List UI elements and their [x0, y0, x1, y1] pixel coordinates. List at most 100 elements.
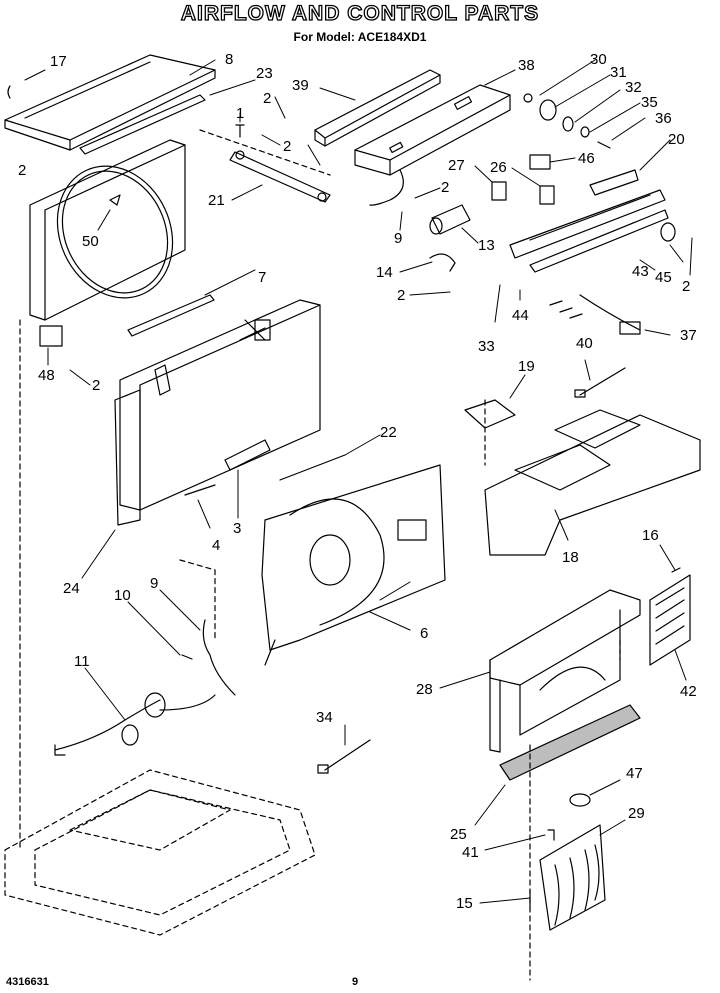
part-45-knob — [660, 222, 676, 242]
document-number: 4316631 — [6, 976, 49, 988]
callout-4: 4 — [212, 537, 220, 554]
part-34-cable-tie — [317, 739, 371, 774]
callout-41: 41 — [462, 844, 479, 861]
part-30-31-32-35-36-knob-stack — [523, 93, 611, 149]
part-25-filter-media — [499, 704, 641, 781]
callout-18: 18 — [562, 549, 579, 566]
part-3-bracket — [224, 439, 271, 471]
page-title: AIRFLOW AND CONTROL PARTS — [180, 1, 540, 25]
part-48-bracket — [39, 325, 63, 347]
part-27-part — [491, 181, 507, 201]
callout-39: 39 — [292, 77, 309, 94]
callout-13: 13 — [478, 237, 495, 254]
part-9-wire-lower — [202, 619, 236, 696]
callout-15: 15 — [456, 895, 473, 912]
callout-2-b: 2 — [283, 138, 291, 155]
callout-50: 50 — [82, 233, 99, 250]
part-50-fan-shroud — [29, 139, 186, 321]
callout-27: 27 — [448, 157, 465, 174]
callout-17: 17 — [50, 53, 67, 70]
callout-20: 20 — [668, 131, 685, 148]
callout-2-f: 2 — [682, 278, 690, 295]
part-7-baffle-panel — [119, 294, 321, 511]
callout-38: 38 — [518, 57, 535, 74]
part-39-rail — [314, 69, 441, 147]
part-10-screw — [181, 654, 193, 660]
callout-45: 45 — [655, 269, 672, 286]
part-29-heater — [539, 824, 606, 931]
part-4-clip — [184, 484, 216, 496]
part-24-side-panel — [114, 389, 141, 526]
page-number: 9 — [352, 976, 359, 988]
part-11-power-cord — [54, 692, 216, 756]
part-9-wire-upper — [369, 169, 404, 206]
callout-2-g: 2 — [92, 377, 100, 394]
callout-34: 34 — [316, 709, 333, 726]
part-44-rail — [529, 209, 669, 273]
part-6-blower-housing — [261, 464, 446, 666]
callout-37: 37 — [680, 327, 697, 344]
callout-35: 35 — [641, 94, 658, 111]
callout-30: 30 — [590, 51, 607, 68]
callout-11: 11 — [74, 653, 90, 670]
callout-43: 43 — [632, 263, 649, 280]
part-37-wire-harness — [549, 294, 641, 335]
callout-9-b: 9 — [150, 575, 158, 592]
callout-22: 22 — [380, 424, 397, 441]
callout-26: 26 — [490, 159, 507, 176]
callout-2-e: 2 — [397, 287, 405, 304]
part-41-screw — [547, 829, 555, 841]
callout-14: 14 — [376, 264, 393, 281]
callout-46: 46 — [578, 150, 595, 167]
callout-3: 3 — [233, 520, 241, 537]
part-43-control-panel — [509, 189, 666, 259]
callout-2-d: 2 — [441, 179, 449, 196]
callout-2-c: 2 — [18, 162, 26, 179]
base-pan-outline — [4, 129, 621, 981]
callout-47: 47 — [626, 765, 643, 782]
callout-8: 8 — [225, 51, 233, 68]
part-1-screw — [235, 124, 245, 138]
callout-33: 33 — [478, 338, 495, 355]
part-14-strap — [429, 253, 456, 272]
callout-29: 29 — [628, 805, 645, 822]
part-47-thermostat — [569, 793, 591, 807]
callout-25: 25 — [450, 826, 467, 843]
part-20-panel — [589, 169, 639, 196]
callout-10: 10 — [114, 587, 131, 604]
callout-6: 6 — [420, 625, 428, 642]
callout-2-a: 2 — [263, 90, 271, 107]
callout-21: 21 — [208, 192, 225, 209]
callout-7: 7 — [258, 269, 266, 286]
model-subtitle: For Model: ACE184XD1 — [293, 30, 427, 44]
callout-23: 23 — [256, 65, 273, 82]
part-19-part — [464, 399, 516, 429]
callout-19: 19 — [518, 358, 535, 375]
part-8-top-panel — [4, 54, 216, 151]
callout-1: 1 — [236, 105, 244, 122]
callout-28: 28 — [416, 681, 433, 698]
part-17-clip — [7, 85, 11, 99]
part-26-part — [539, 185, 555, 205]
part-23-bracket — [79, 94, 206, 155]
part-13-capacitor — [429, 204, 471, 235]
callout-44: 44 — [512, 307, 529, 324]
callout-9-a: 9 — [394, 230, 402, 247]
callout-42: 42 — [680, 683, 697, 700]
callout-labels: 17 8 23 39 38 30 31 32 35 36 20 2 1 2 2 … — [18, 51, 697, 912]
part-38-control-bracket — [354, 84, 511, 176]
part-22-rod — [279, 454, 346, 481]
part-46-switch — [529, 154, 551, 170]
callout-40: 40 — [576, 335, 593, 352]
callout-16: 16 — [642, 527, 659, 544]
part-16-screw — [671, 567, 681, 573]
callout-31: 31 — [610, 64, 627, 81]
part-42-filter — [649, 574, 691, 666]
part-18-air-duct — [484, 409, 701, 556]
callout-24: 24 — [63, 580, 80, 597]
part-21-strap — [229, 150, 331, 203]
part-40-cable-tie — [574, 367, 626, 398]
callout-48: 48 — [38, 367, 55, 384]
callout-36: 36 — [655, 110, 672, 127]
